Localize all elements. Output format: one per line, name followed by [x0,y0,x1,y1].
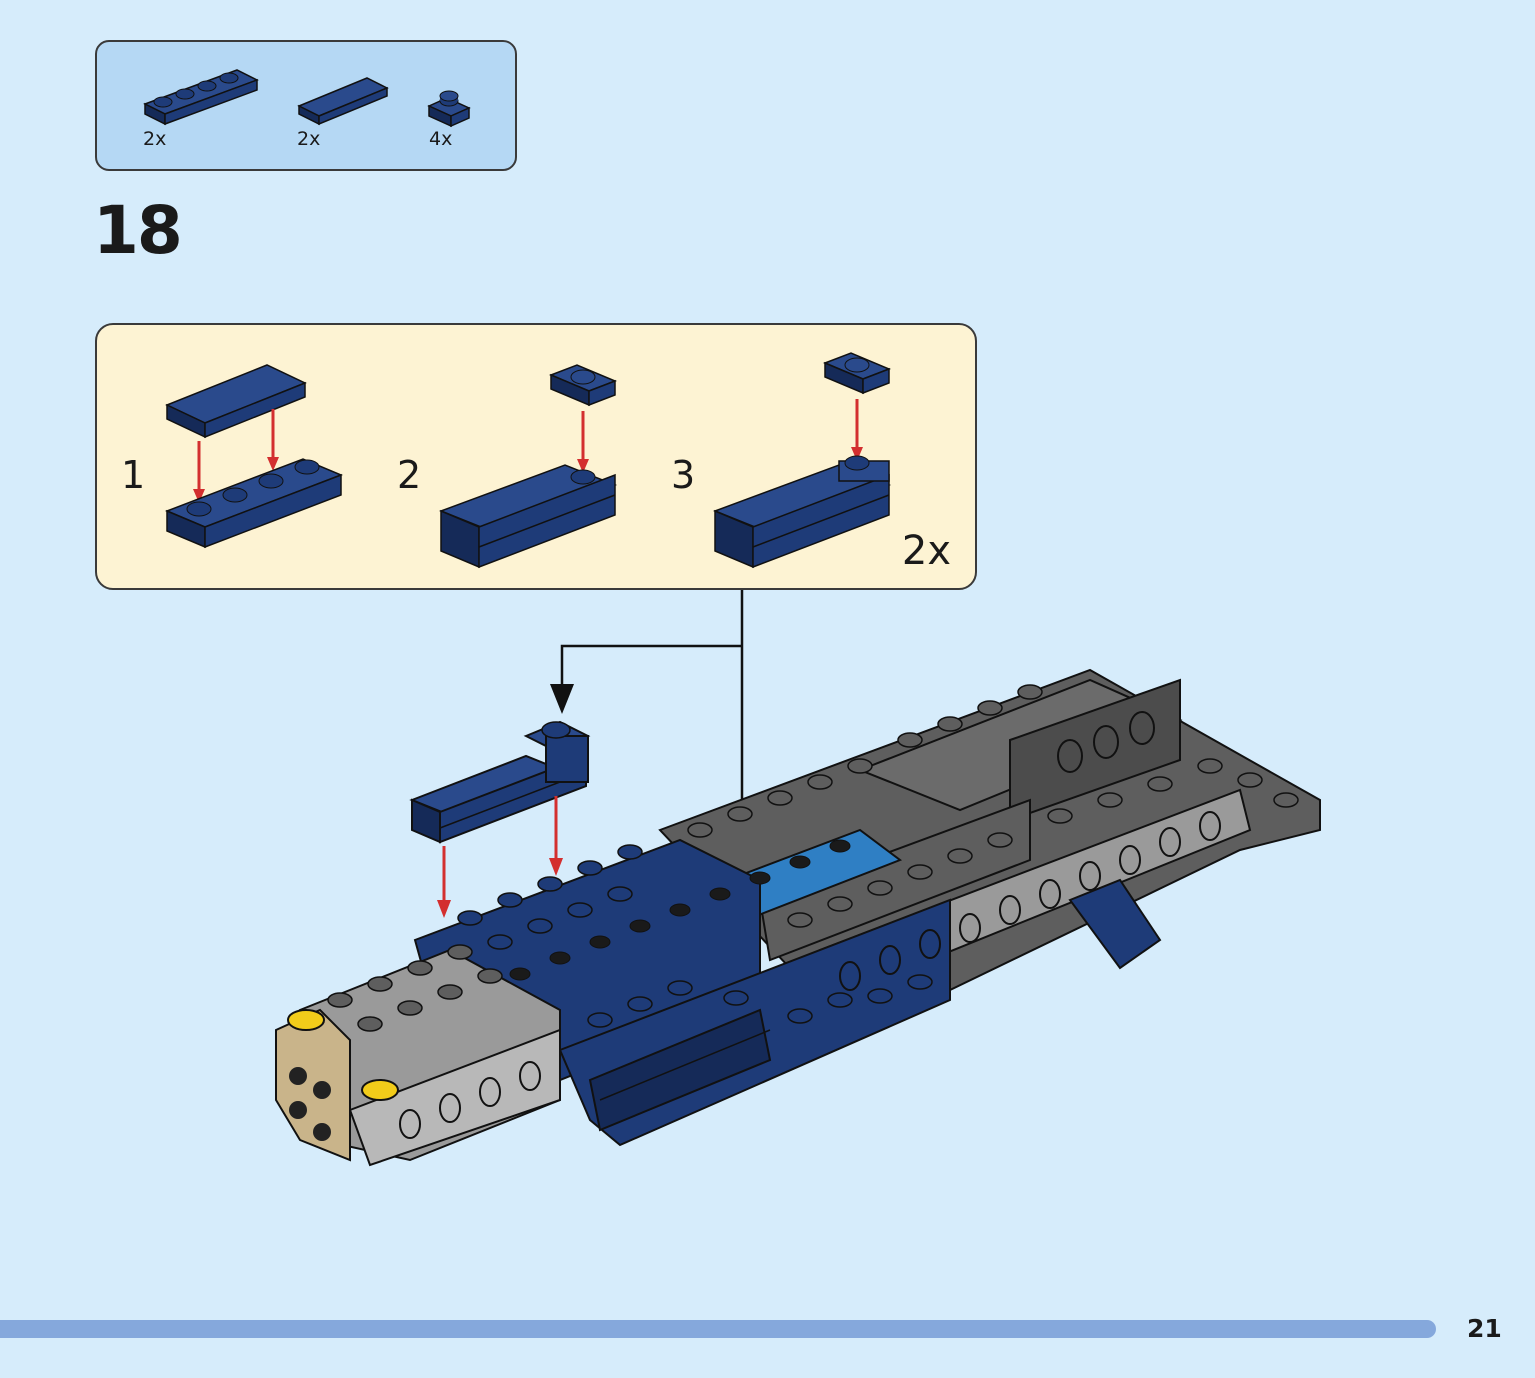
step-number: 18 [93,192,183,269]
sub-assembly-placement [409,720,591,918]
plate-1x1-icon [427,90,473,130]
technic-beam-holes [399,711,1221,1139]
sub-step-3-illustration [712,349,893,575]
sub-step-2-illustration [438,361,619,575]
sub-step-1-illustration [163,361,344,555]
sub-step-3-label: 3 [671,453,696,497]
progress-bar [0,1320,1436,1338]
part-qty-2: 2x [297,128,321,150]
sub-step-1-label: 1 [121,453,146,497]
light-blue-studs [509,839,851,981]
part-qty-3: 4x [429,128,453,150]
page-number: 21 [1467,1314,1502,1343]
parts-list-panel: 2x 2x 4x [95,40,517,171]
sub-step-2-label: 2 [397,453,422,497]
part-qty-1: 2x [143,128,167,150]
model-studs [457,844,933,1028]
gray-model-studs [327,684,1299,1032]
tile-1x4-icon [295,74,391,128]
plate-1x4-icon [141,64,261,128]
main-model-illustration [275,590,1321,1167]
sub-assembly-multiplier: 2x [901,528,951,574]
sub-assembly-callout: 1 2 3 2x [95,323,977,590]
